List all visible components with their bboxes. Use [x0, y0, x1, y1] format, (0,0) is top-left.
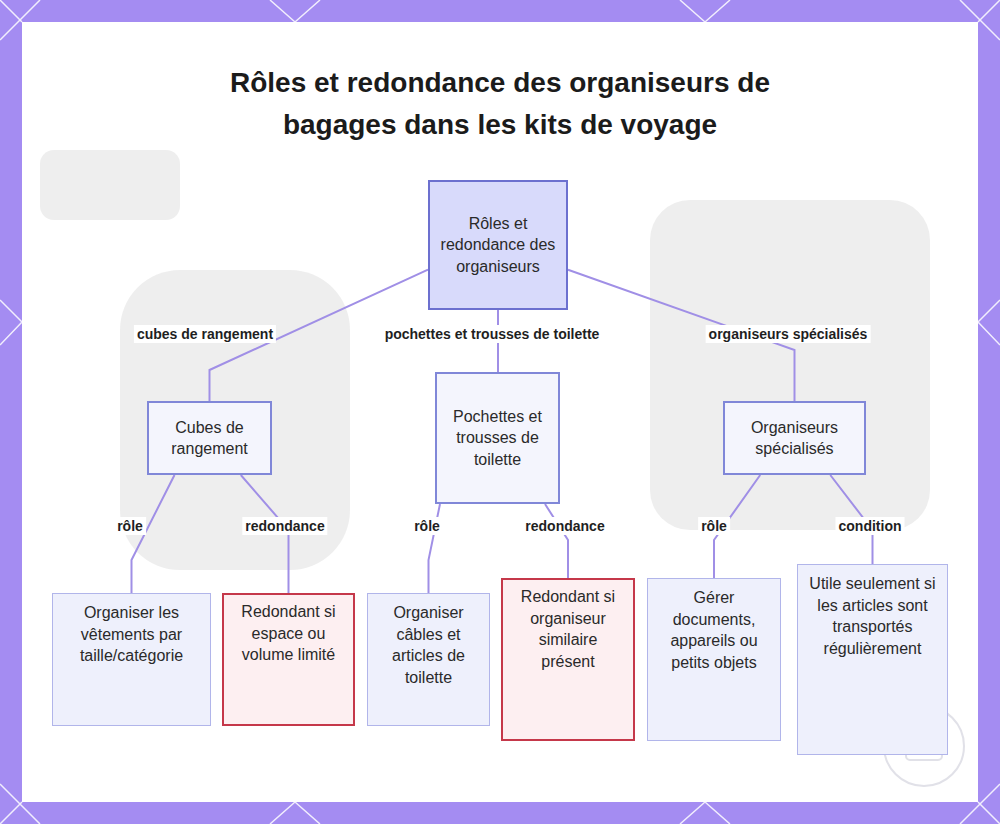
root-box: Rôles et redondance des organiseurs	[428, 180, 568, 310]
edge-label: redondance	[522, 517, 607, 535]
diagram-title: Rôles et redondance des organiseurs de b…	[215, 62, 785, 146]
edge-label: condition	[836, 517, 905, 535]
concept-box: Cubes de rangement	[147, 401, 272, 475]
box-text: Organiser les vêtements par taille/catég…	[61, 602, 202, 667]
box-text: Gérer documents, appareils ou petits obj…	[656, 587, 772, 673]
concept-box: Organiseurs spécialisés	[723, 401, 866, 475]
tree-connector	[545, 504, 568, 578]
box-text: Redondant si organiseur similaire présen…	[511, 586, 625, 672]
box-text: Utile seulement si les articles sont tra…	[806, 573, 939, 659]
box-text: Organiseurs spécialisés	[733, 417, 856, 460]
edge-label: rôle	[698, 517, 730, 535]
edge-label: cubes de rangement	[134, 325, 276, 343]
box-text: Rôles et redondance des organiseurs	[438, 213, 558, 278]
concept-box: Gérer documents, appareils ou petits obj…	[647, 578, 781, 741]
redundancy-box: Redondant si espace ou volume limité	[222, 593, 355, 726]
edge-label: rôle	[114, 517, 146, 535]
edge-label: rôle	[411, 517, 443, 535]
box-text: Organiser câbles et articles de toilette	[376, 602, 481, 688]
concept-box: Organiser les vêtements par taille/catég…	[52, 593, 211, 726]
concept-box: Organiser câbles et articles de toilette	[367, 593, 490, 726]
box-text: Pochettes et trousses de toilette	[445, 406, 550, 471]
edge-label: organiseurs spécialisés	[706, 325, 871, 343]
edge-label: pochettes et trousses de toilette	[382, 325, 603, 343]
redundancy-box: Redondant si organiseur similaire présen…	[501, 578, 635, 741]
concept-box: Pochettes et trousses de toilette	[435, 372, 560, 504]
box-text: Cubes de rangement	[157, 417, 262, 460]
concept-box: Utile seulement si les articles sont tra…	[797, 564, 948, 755]
box-text: Redondant si espace ou volume limité	[232, 601, 345, 666]
edge-label: redondance	[242, 517, 327, 535]
